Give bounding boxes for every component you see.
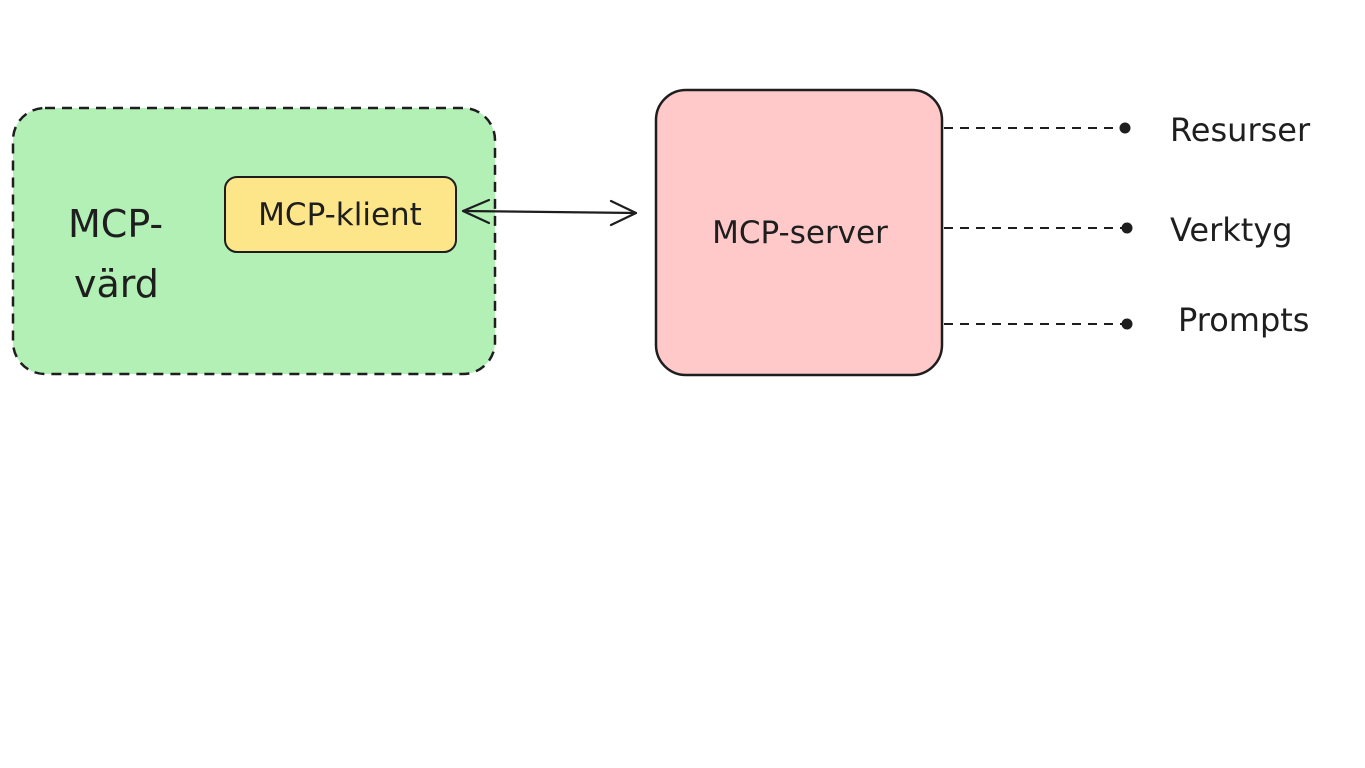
client-server-connector bbox=[461, 209, 638, 215]
dot-resurser bbox=[1119, 122, 1131, 134]
client-box bbox=[224, 176, 457, 253]
host-label-line1: MCP- bbox=[68, 202, 163, 246]
capability-label-verktyg: Verktyg bbox=[1170, 211, 1293, 249]
dot-verktyg bbox=[1121, 222, 1133, 234]
server-label: MCP-server bbox=[712, 215, 888, 251]
capability-label-resurser: Resurser bbox=[1170, 111, 1311, 149]
dot-prompts bbox=[1121, 318, 1133, 330]
host-label-line2: värd bbox=[74, 262, 159, 306]
arrowhead-left bbox=[461, 198, 491, 225]
arrowhead-right bbox=[609, 199, 638, 227]
client-label: MCP-klient bbox=[258, 197, 422, 233]
server-box bbox=[654, 88, 944, 377]
capability-label-prompts: Prompts bbox=[1178, 301, 1309, 339]
